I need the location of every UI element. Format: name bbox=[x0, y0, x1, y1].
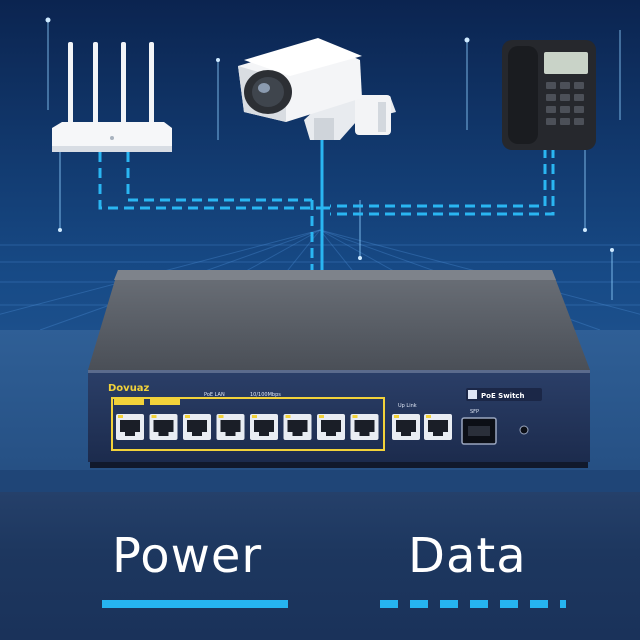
brand-label: Dovuaz bbox=[108, 383, 150, 394]
power-legend-line bbox=[102, 600, 288, 608]
light-streaks bbox=[47, 20, 621, 300]
poe-port bbox=[317, 414, 345, 440]
badge-mark-icon bbox=[468, 390, 477, 399]
switch-badge-bg bbox=[466, 388, 542, 401]
port-group-label: PoE LAN bbox=[204, 392, 225, 398]
reset-button-icon bbox=[519, 425, 529, 435]
data-legend-label: Data bbox=[408, 528, 527, 584]
uplink-port bbox=[392, 414, 420, 440]
poe-port bbox=[149, 414, 178, 440]
uplink-ports bbox=[392, 414, 452, 440]
switch-badge: PoE Switch bbox=[481, 392, 525, 400]
network-scene: Dovuaz PoE LAN 10/100Mbps Up Link SFP Po… bbox=[0, 0, 640, 500]
uplink-port bbox=[424, 414, 452, 440]
uplink-label: Up Link bbox=[398, 403, 417, 409]
poe-port-group bbox=[111, 397, 385, 451]
poe-ports bbox=[116, 414, 379, 440]
legend-panel bbox=[0, 492, 640, 640]
poe-port bbox=[116, 414, 144, 440]
sfp-slot bbox=[461, 417, 497, 445]
poe-port bbox=[283, 414, 312, 440]
switch-icon: Dovuaz PoE LAN 10/100Mbps Up Link SFP Po… bbox=[88, 270, 590, 468]
power-legend-label: Power bbox=[112, 528, 263, 584]
sfp-label: SFP bbox=[470, 409, 479, 415]
router-icon bbox=[52, 42, 172, 152]
poe-port bbox=[183, 414, 211, 440]
poe-port bbox=[216, 414, 245, 440]
phone-icon bbox=[502, 40, 596, 150]
data-legend-line bbox=[380, 600, 566, 608]
light-dots bbox=[45, 17, 614, 260]
speed-label: 10/100Mbps bbox=[250, 392, 281, 398]
camera-icon bbox=[238, 38, 396, 140]
poe-port bbox=[250, 414, 278, 440]
poe-port bbox=[350, 414, 379, 440]
